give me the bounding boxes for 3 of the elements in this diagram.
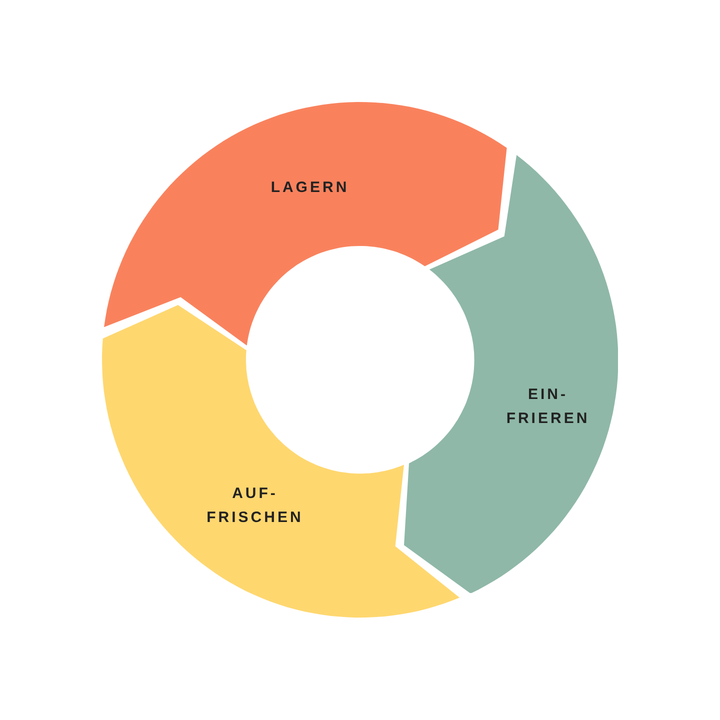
segment-label: LAGERN <box>270 178 350 198</box>
segment-label: EIN- FRIEREN <box>505 384 591 429</box>
segment-label: AUF- FRISCHEN <box>206 484 304 528</box>
